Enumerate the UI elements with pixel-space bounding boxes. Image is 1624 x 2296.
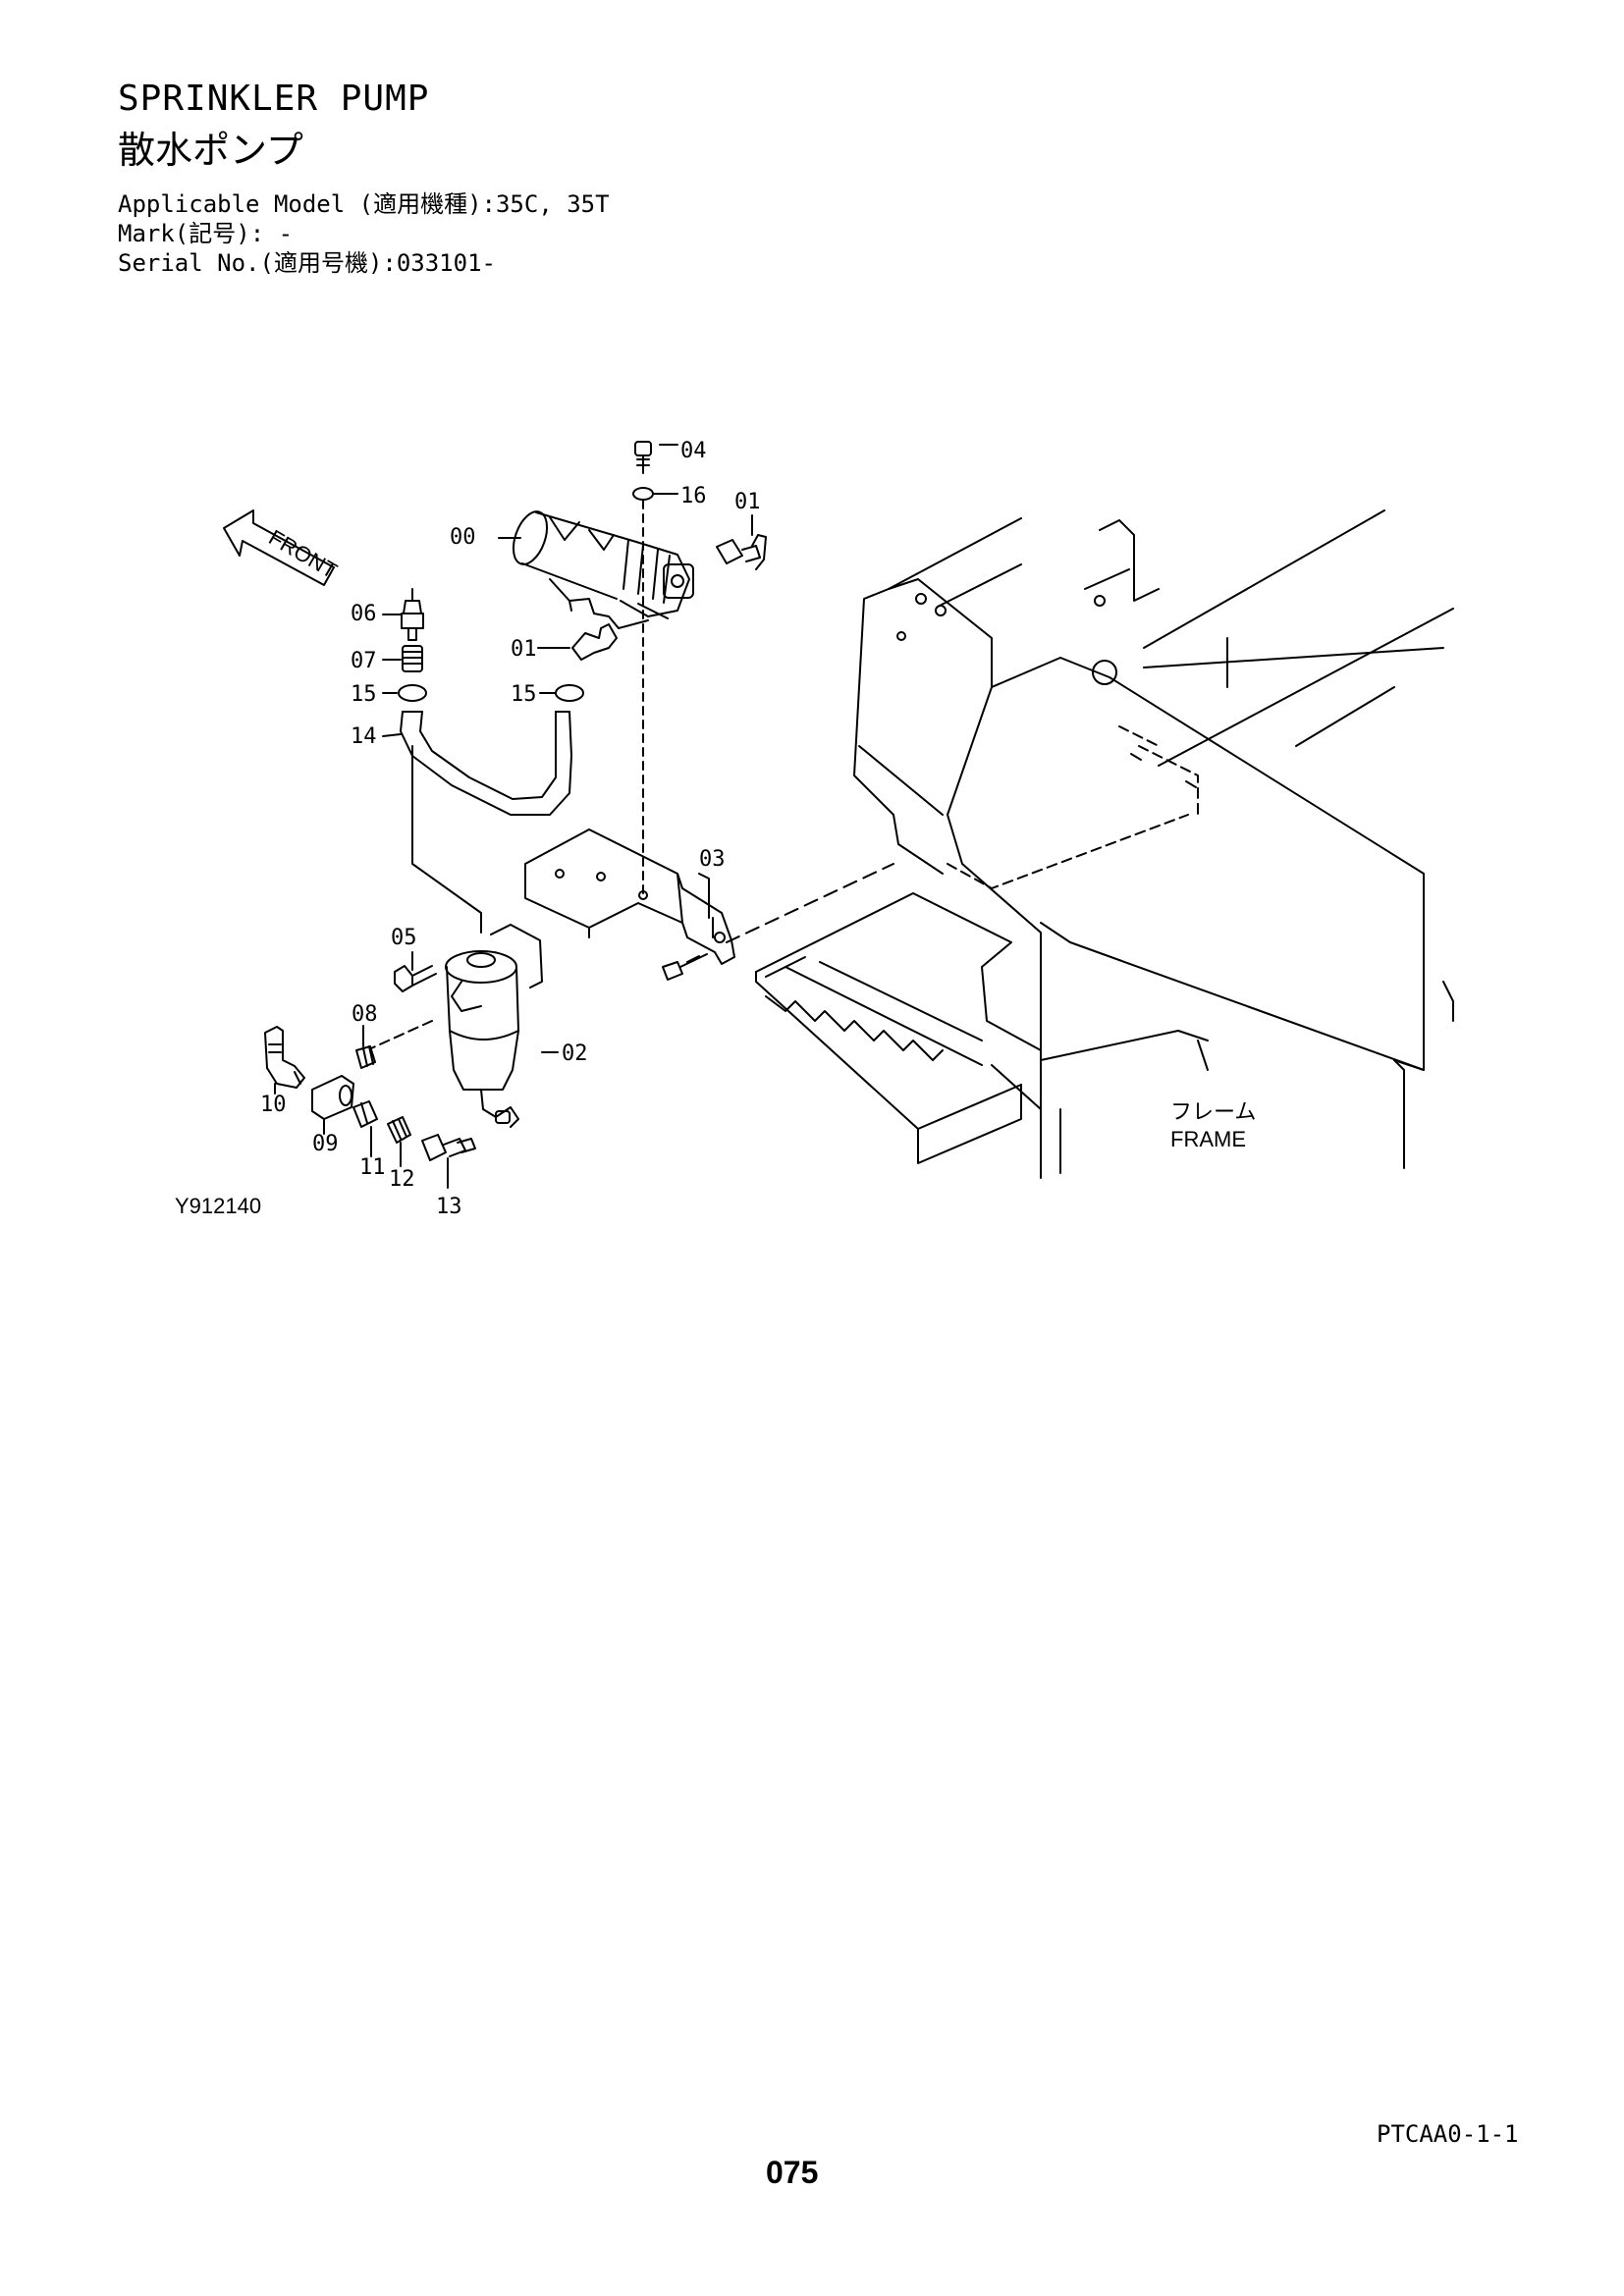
frame-label-en: FRAME bbox=[1170, 1127, 1246, 1151]
filter-02 bbox=[445, 924, 543, 1128]
part-label-09: 09 bbox=[312, 1132, 339, 1156]
fitting-06-icon bbox=[401, 588, 424, 641]
tee-09-icon bbox=[311, 1075, 354, 1120]
bolt-05-icon bbox=[394, 965, 437, 992]
part-label-12: 12 bbox=[389, 1167, 415, 1192]
part-label-00: 00 bbox=[450, 525, 476, 550]
part-label-08: 08 bbox=[352, 1002, 378, 1027]
nipple-11-icon bbox=[352, 1100, 378, 1128]
part-label-06: 06 bbox=[351, 602, 377, 626]
part-label-05: 05 bbox=[391, 926, 417, 950]
pump-assembly bbox=[512, 510, 694, 629]
front-arrow-icon bbox=[223, 509, 335, 586]
leader-line-dashed bbox=[370, 1020, 433, 1049]
page-title-jp: 散水ポンプ bbox=[118, 129, 303, 172]
part-label-01a: 01 bbox=[734, 490, 761, 514]
frame-label-jp: フレーム bbox=[1170, 1099, 1256, 1124]
page-title: SPRINKLER PUMP bbox=[118, 79, 430, 119]
hose-clamp-15b-icon bbox=[555, 684, 584, 702]
applicable-model: Applicable Model (適用機種):35C, 35T bbox=[118, 190, 610, 218]
nipple-07-icon bbox=[402, 645, 423, 672]
mark-field: Mark(記号): - bbox=[118, 220, 294, 247]
part-label-03: 03 bbox=[699, 847, 726, 872]
page-code: PTCAA0-1-1 bbox=[1377, 2120, 1519, 2148]
nipple-08-icon bbox=[355, 1045, 376, 1069]
part-label-16: 16 bbox=[680, 484, 707, 508]
leader-line bbox=[411, 745, 482, 934]
elbow-10-icon bbox=[264, 1026, 305, 1089]
part-label-07: 07 bbox=[351, 649, 377, 673]
leader-line bbox=[698, 873, 710, 919]
bracket-03 bbox=[524, 828, 735, 965]
serial-number: Serial No.(適用号機):033101- bbox=[118, 249, 496, 277]
hose-barb-13-icon bbox=[421, 1134, 476, 1161]
leader-line bbox=[382, 733, 402, 737]
part-label-13: 13 bbox=[436, 1195, 462, 1219]
bolt-04-icon bbox=[634, 441, 652, 474]
part-label-01b: 01 bbox=[511, 637, 537, 662]
part-label-10: 10 bbox=[260, 1093, 287, 1117]
part-label-15a: 15 bbox=[351, 682, 377, 707]
nipple-12-icon bbox=[387, 1116, 411, 1144]
part-label-14: 14 bbox=[351, 724, 377, 749]
part-label-04: 04 bbox=[680, 439, 707, 463]
frame-structure bbox=[726, 509, 1454, 1179]
part-label-02: 02 bbox=[562, 1041, 588, 1066]
hose-clamp-15a-icon bbox=[398, 684, 427, 702]
elbow-fitting-01b-icon bbox=[571, 623, 618, 661]
part-label-11: 11 bbox=[359, 1155, 386, 1180]
bracket-bolt-icon bbox=[662, 953, 708, 981]
figure-id: Y912140 bbox=[175, 1194, 261, 1218]
part-label-15b: 15 bbox=[511, 682, 537, 707]
hose-14 bbox=[400, 711, 572, 816]
page-number: 075 bbox=[766, 2155, 819, 2190]
washer-16-icon bbox=[632, 487, 654, 501]
elbow-fitting-01-icon bbox=[716, 534, 767, 570]
